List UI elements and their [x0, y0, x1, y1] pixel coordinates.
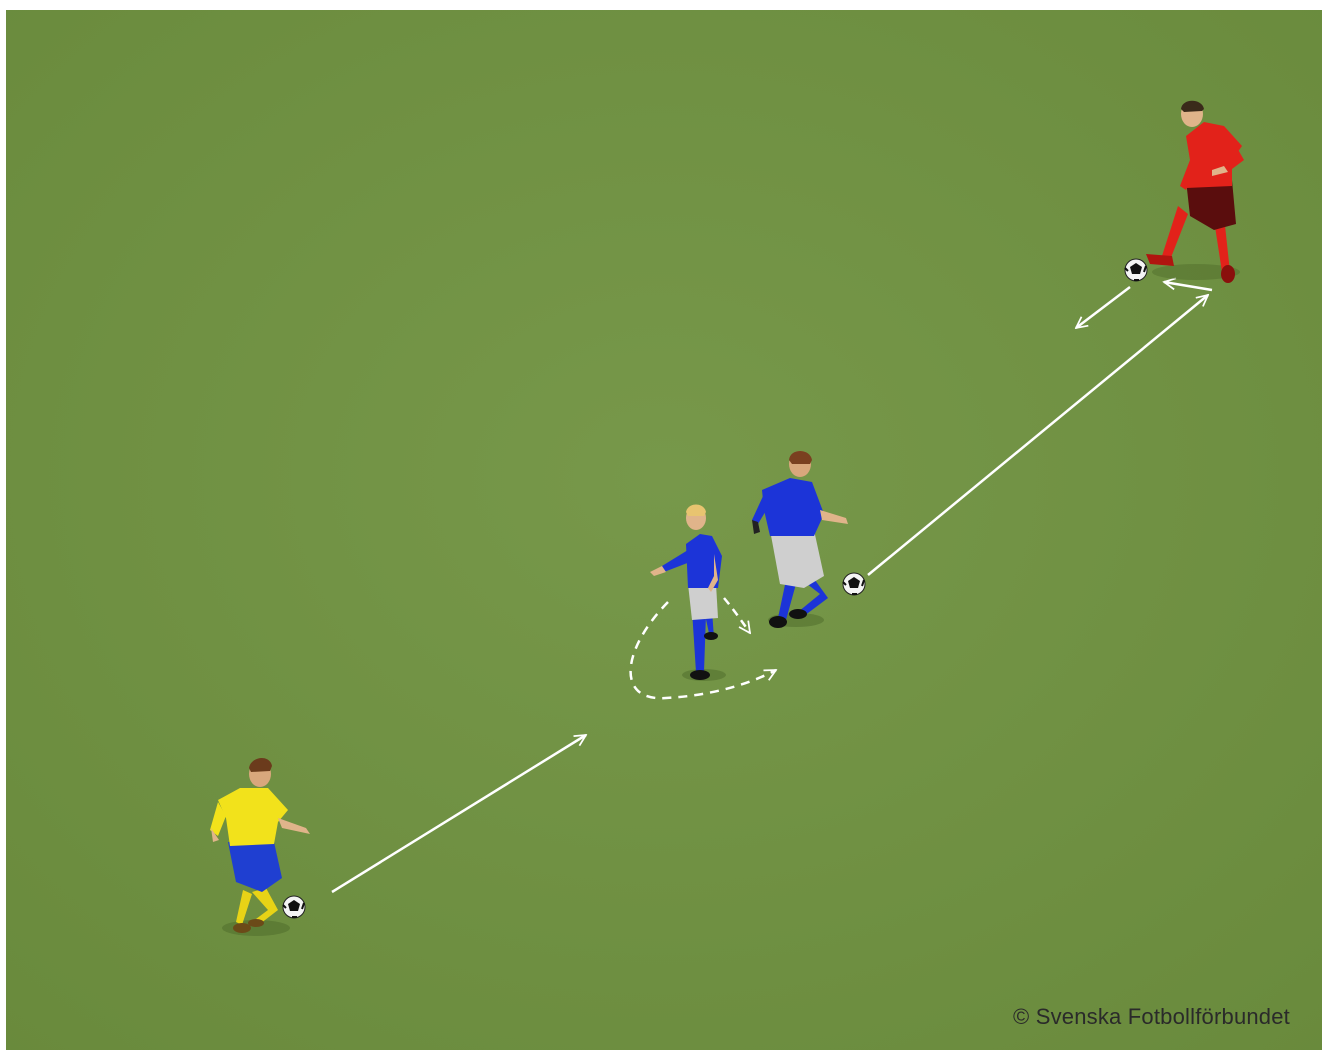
- ball-blue: [843, 573, 865, 595]
- drill-diagram: [6, 10, 1322, 1050]
- grass-field: © Svenska Fotbollförbundet: [6, 10, 1322, 1050]
- ball-yellow: [283, 896, 305, 918]
- grass-background: [6, 10, 1322, 1050]
- ball-red: [1125, 259, 1147, 281]
- copyright-text: © Svenska Fotbollförbundet: [1013, 1004, 1290, 1030]
